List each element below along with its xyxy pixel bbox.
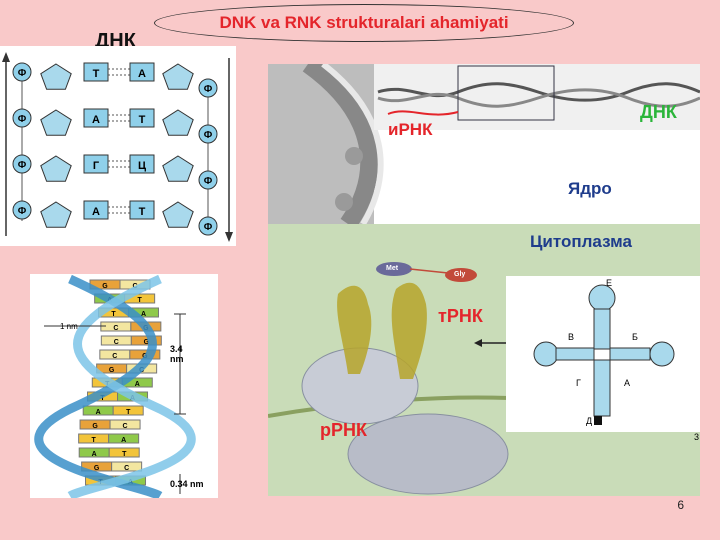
dna-ladder-diagram: Ф Т А Ф Ф А Т Ф Ф Г Ц Ф Ф А Т Ф: [2, 52, 233, 242]
label-trnk: тРНК: [438, 306, 483, 326]
dna-ladder-panel: Ф Т А Ф Ф А Т Ф Ф Г Ц Ф Ф А Т Ф: [0, 46, 236, 246]
trna-label-a: А: [624, 378, 631, 388]
helix-base-label: T: [111, 311, 116, 318]
base-right: [129, 108, 155, 128]
helix-base-label: C: [113, 325, 118, 332]
sugar-left: [40, 201, 72, 228]
label-0-34nm: 0.34 nm: [170, 479, 204, 489]
phosphate-right-label: Ф: [204, 222, 213, 233]
label-met: Met: [386, 265, 399, 272]
base-left: [83, 108, 109, 128]
base-left-label: Т: [93, 68, 100, 80]
base-left: [83, 200, 109, 220]
page-number: 6: [677, 498, 684, 512]
phosphate-right-label: Ф: [204, 176, 213, 187]
sugar-left: [40, 155, 72, 182]
phosphate-left-label: Ф: [18, 114, 27, 125]
helix-base-label: C: [112, 353, 117, 360]
phosphate-right-label: Ф: [204, 84, 213, 95]
sugar-right: [162, 155, 194, 182]
helix-base-label: T: [92, 437, 97, 444]
base-left: [83, 154, 109, 174]
helix-base-label: T: [138, 297, 143, 304]
phosphate-right: [198, 170, 218, 190]
sugar-right: [162, 63, 194, 90]
phosphate-right: [198, 216, 218, 236]
sugar-left: [40, 63, 72, 90]
trna-cloverleaf-diagram: [533, 284, 675, 425]
helix-base-label: T: [122, 451, 127, 458]
trna-label-g: Г: [576, 378, 581, 388]
sugar-right: [162, 201, 194, 228]
helix-base-bar: [112, 405, 144, 416]
phosphate-left: [12, 154, 32, 174]
helix-base-label: A: [135, 381, 140, 388]
trna-cloverleaf-panel: Е В Б Г А Д: [506, 276, 700, 432]
trna-label-e: Е: [606, 278, 613, 288]
phosphate-left: [12, 62, 32, 82]
helix-base-label: T: [100, 395, 105, 402]
helix-base-label: G: [144, 339, 150, 346]
trna-label-b: Б: [632, 332, 638, 342]
sugar-right: [162, 109, 194, 136]
label-rrnk: рРНК: [320, 420, 367, 440]
sugar-left: [40, 109, 72, 136]
label-3-4: 3.4: [170, 344, 183, 354]
helix-base-label: G: [109, 367, 115, 374]
base-right: [129, 200, 155, 220]
helix-base-bar: [109, 419, 141, 430]
label-edge-num: 3: [694, 432, 700, 442]
label-dnk: ДНК: [640, 102, 677, 122]
trna-label-d: Д: [586, 416, 593, 426]
label-3-4-unit: nm: [170, 354, 184, 364]
helix-base-bar: [111, 461, 143, 472]
helix-base-label: A: [96, 409, 101, 416]
label-gly: Gly: [454, 271, 466, 278]
label-yadro: Ядро: [568, 179, 612, 198]
base-right: [129, 154, 155, 174]
base-left-label: Г: [93, 160, 100, 172]
base-right-label: Т: [139, 114, 146, 126]
label-1nm: 1 nm: [60, 322, 78, 331]
base-left-label: А: [92, 114, 100, 126]
base-right-label: Т: [139, 206, 146, 218]
phosphate-left-label: Ф: [18, 206, 27, 217]
helix-base-label: A: [121, 437, 126, 444]
helix-base-label: G: [92, 423, 98, 430]
base-left-label: А: [92, 206, 100, 218]
phosphate-left-label: Ф: [18, 68, 27, 79]
helix-base-label: A: [92, 451, 97, 458]
helix-base-bar: [108, 433, 140, 444]
phosphate-left-label: Ф: [18, 160, 27, 171]
label-cytoplasm: Цитоплазма: [530, 232, 632, 251]
label-irnk: иРНК: [388, 120, 433, 139]
base-right-label: А: [138, 68, 146, 80]
base-left: [83, 62, 109, 82]
helix-base-label: T: [126, 409, 131, 416]
phosphate-right: [198, 78, 218, 98]
helix-base-label: C: [114, 339, 119, 346]
helix-base-label: G: [102, 283, 108, 290]
helix-base-label: C: [123, 423, 128, 430]
base-right-label: Ц: [138, 160, 146, 172]
helix-base-label: C: [124, 465, 129, 472]
phosphate-left: [12, 200, 32, 220]
base-right: [129, 62, 155, 82]
phosphate-right-label: Ф: [204, 130, 213, 141]
trna-label-v: В: [568, 332, 575, 342]
helix-base-label: G: [94, 465, 100, 472]
helix-base-label: A: [141, 311, 146, 318]
helix-base-bar: [108, 447, 140, 458]
phosphate-left: [12, 108, 32, 128]
slide-title: DNK va RNK strukturalari ahamiyati: [154, 4, 574, 42]
phosphate-right: [198, 124, 218, 144]
